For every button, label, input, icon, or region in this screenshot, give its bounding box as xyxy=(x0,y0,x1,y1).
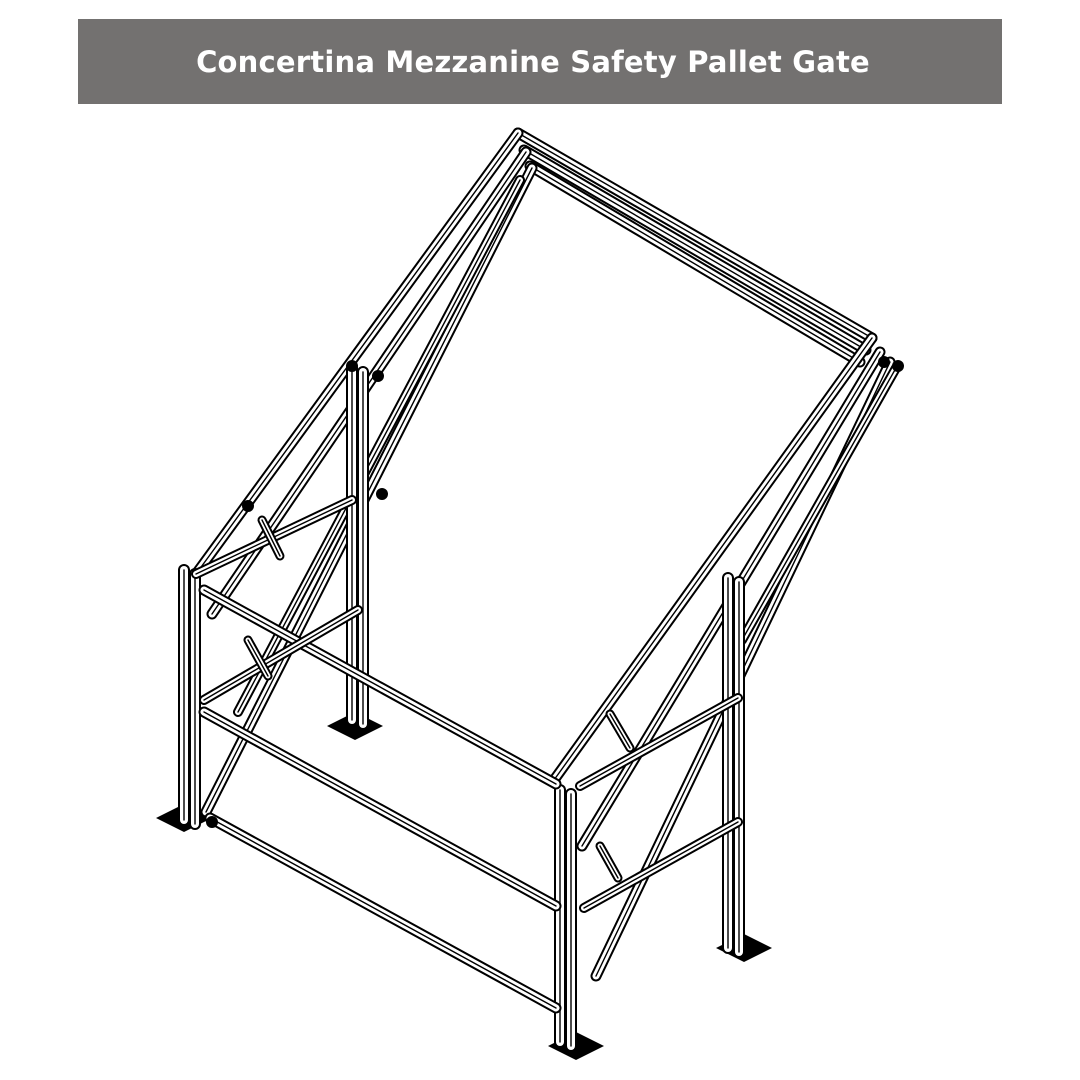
frame-top-rail-2 xyxy=(518,144,872,356)
hinge-knob-4 xyxy=(878,356,890,368)
frame-top-rail-3 xyxy=(524,160,866,368)
base-plates xyxy=(156,712,772,1060)
hinge-knob-5 xyxy=(892,360,904,372)
hinge-knob-7 xyxy=(242,500,254,512)
left-stile-4 xyxy=(233,175,525,717)
hinge-knob-2 xyxy=(372,370,384,382)
title-banner: Concertina Mezzanine Safety Pallet Gate xyxy=(78,19,1002,104)
right-brace-1 xyxy=(605,709,635,753)
right-stile-1 xyxy=(548,332,878,786)
right-brace-2 xyxy=(595,841,623,883)
front-rail-top xyxy=(198,584,562,790)
front-rail-middle xyxy=(198,706,562,912)
right-side-rail-mid xyxy=(579,817,743,913)
left-side-rail-mid xyxy=(199,605,363,705)
hinge-knob-6 xyxy=(206,816,218,828)
page-title: Concertina Mezzanine Safety Pallet Gate xyxy=(196,44,870,79)
right-stile-4 xyxy=(737,363,901,645)
frame-top-rail-1 xyxy=(512,127,878,344)
left-brace-1 xyxy=(257,515,285,561)
gate-frame xyxy=(178,127,904,1052)
hinge-knob-3 xyxy=(376,488,388,500)
left-brace-2 xyxy=(243,635,273,681)
front-rail-bottom xyxy=(204,812,562,1014)
hinge-knob-1 xyxy=(346,360,358,372)
right-side-rail-top xyxy=(575,693,743,791)
